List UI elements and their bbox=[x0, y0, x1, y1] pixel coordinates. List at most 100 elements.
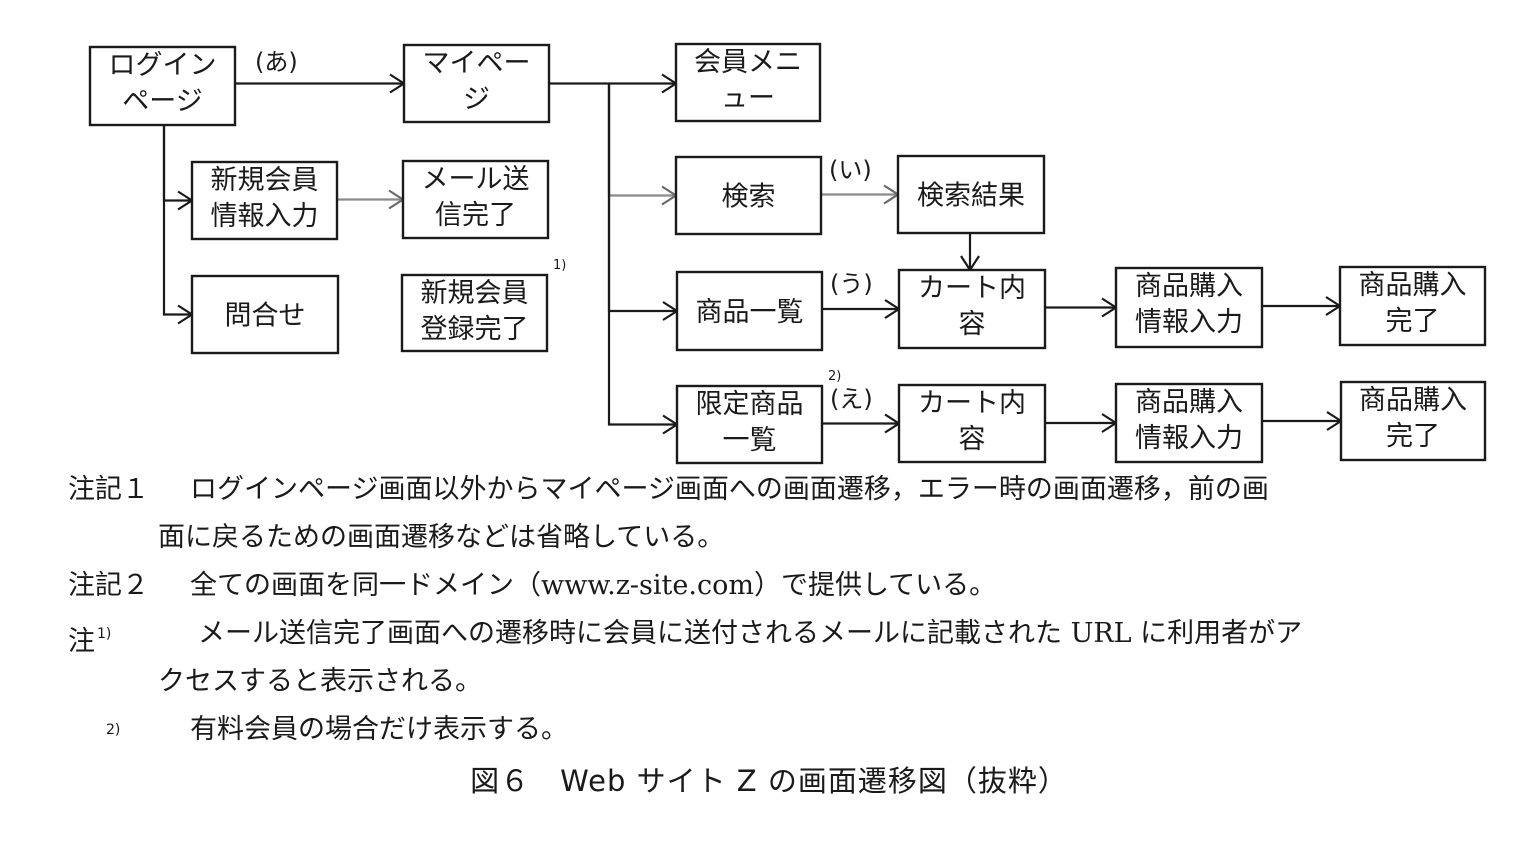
transition-login-to-new-member-input bbox=[162, 125, 195, 211]
note-1-label: 注記１ bbox=[68, 474, 149, 505]
transition-line bbox=[162, 125, 192, 316]
transition-login-to-inquiry bbox=[162, 125, 195, 325]
screen-node-inquiry: 問合せ bbox=[190, 274, 340, 355]
footnote-2-mark: 2) bbox=[106, 722, 121, 738]
screen-box bbox=[675, 384, 824, 465]
footnote-label-text: 注 bbox=[68, 626, 95, 657]
screen-label: 検索 bbox=[722, 182, 776, 213]
footnote-2-text: 有料会員の場合だけ表示する。 bbox=[190, 714, 568, 745]
note-1-text-cont: 面に戻るための画面遷移などは省略している。 bbox=[158, 522, 725, 553]
screen-box bbox=[401, 159, 550, 240]
transition-purchase-input1-to-purchase-done1 bbox=[1262, 296, 1343, 316]
footnote-1-text: メール送信完了画面への遷移時に会員に送付されるメールに記載された URL に利用… bbox=[198, 618, 1303, 649]
screen-transition-diagram: ログインページマイページ会員メニュー新規会員情報入力メール送信完了検索検索結果問… bbox=[88, 42, 1487, 465]
transition-product-list-to-cart1 bbox=[822, 299, 902, 319]
screen-label-line: 登録完了 bbox=[421, 314, 529, 345]
transition-label: (え) bbox=[830, 385, 873, 413]
screen-box bbox=[897, 383, 1047, 464]
transition-cart1-to-purchase-input1 bbox=[1045, 297, 1119, 318]
note-1-text: ログインページ画面以外からマイページ画面への画面遷移，エラー時の画面遷移，前の画 bbox=[190, 474, 1269, 505]
footnote-2-label: 2) bbox=[104, 706, 120, 762]
screen-label-line: 新規会員 bbox=[211, 165, 319, 196]
screen-label-line: 会員メニ bbox=[694, 47, 802, 78]
screen-label-line: 情報入力 bbox=[1135, 423, 1243, 454]
screen-label-line: ページ bbox=[122, 86, 202, 117]
screen-label-line: 容 bbox=[959, 309, 986, 340]
screen-label-line: 完了 bbox=[1386, 421, 1440, 452]
screen-box bbox=[190, 160, 339, 241]
footnote-1-mark: 1) bbox=[97, 626, 112, 642]
transition-line bbox=[607, 83, 676, 197]
edges-layer bbox=[162, 73, 1344, 435]
screen-box bbox=[1114, 266, 1264, 349]
footnote-1-continued: クセスすると表示される。 bbox=[68, 658, 1508, 706]
screen-node-search-result: 検索結果 bbox=[896, 154, 1046, 235]
screen-box bbox=[674, 42, 822, 123]
note-2: 注記２ 全ての画面を同一ドメイン（www.z-site.com）で提供している。 bbox=[68, 562, 1508, 610]
screen-label-line: 情報入力 bbox=[1135, 307, 1243, 338]
screen-node-login: ログインページ bbox=[88, 45, 237, 127]
screen-label-line: 商品購入 bbox=[1135, 271, 1243, 302]
footnote-2: 2) 有料会員の場合だけ表示する。 bbox=[68, 706, 1508, 754]
note-2-text: 全ての画面を同一ドメイン（www.z-site.com）で提供している。 bbox=[190, 570, 997, 601]
figure-caption: 図６ Web サイト Z の画面遷移図（抜粋） bbox=[470, 764, 1068, 798]
note-2-label: 注記２ bbox=[68, 570, 149, 601]
transition-label: (う) bbox=[830, 270, 873, 298]
screen-label-line: メール送 bbox=[422, 164, 530, 195]
screen-node-mail-sent: メール送信完了 bbox=[401, 159, 550, 240]
screen-box bbox=[1339, 380, 1487, 462]
screen-box bbox=[897, 268, 1047, 350]
screen-box bbox=[675, 270, 824, 352]
screen-node-search: 検索 bbox=[674, 155, 823, 236]
nodes-layer: ログインページマイページ会員メニュー新規会員情報入力メール送信完了検索検索結果問… bbox=[88, 42, 1487, 465]
transition-line bbox=[162, 125, 192, 202]
screen-label-line: 限定商品 bbox=[696, 389, 804, 420]
screen-box bbox=[88, 45, 237, 127]
screen-label-line: 商品購入 bbox=[1359, 385, 1467, 416]
transition-new-member-input-to-mail-sent bbox=[337, 189, 406, 210]
footnote-marker: 2) bbox=[828, 369, 841, 384]
note-1-continued: 面に戻るための画面遷移などは省略している。 bbox=[68, 514, 1508, 562]
notes-section: 注記１ ログインページ画面以外からマイページ画面への画面遷移，エラー時の画面遷移… bbox=[68, 466, 1508, 754]
screen-label-line: 一覧 bbox=[723, 425, 777, 456]
screen-label-line: 新規会員 bbox=[421, 278, 529, 309]
transition-limited-list-to-cart2 bbox=[822, 413, 902, 434]
transition-purchase-input2-to-purchase-done2 bbox=[1262, 411, 1344, 431]
transition-label: (い) bbox=[829, 156, 872, 184]
screen-label: 問合せ bbox=[225, 301, 306, 332]
screen-label-line: ログイン bbox=[109, 50, 217, 81]
transition-cart2-to-purchase-input2 bbox=[1045, 413, 1119, 433]
screen-label-line: 情報入力 bbox=[211, 201, 319, 232]
footnote-1-text-cont: クセスすると表示される。 bbox=[158, 666, 482, 697]
transition-mypage-to-member-menu bbox=[549, 73, 679, 94]
screen-node-product-list: 商品一覧 bbox=[675, 270, 824, 352]
labels-layer: (あ)(い)(う)(え) bbox=[255, 48, 873, 413]
screen-box bbox=[400, 273, 549, 353]
screen-node-mypage: マイページ bbox=[402, 43, 551, 124]
transition-line bbox=[607, 83, 677, 426]
screen-label-line: ジ bbox=[463, 84, 490, 115]
screen-label-line: ュー bbox=[721, 83, 775, 114]
screen-label-line: カート内 bbox=[918, 388, 1026, 419]
screen-label-line: マイペー bbox=[423, 48, 531, 79]
screen-label-line: 容 bbox=[959, 424, 986, 455]
transition-search-to-search-result bbox=[821, 184, 901, 205]
screen-label-line: 商品購入 bbox=[1135, 387, 1243, 418]
screen-box bbox=[674, 155, 823, 236]
screen-label-line: 商品購入 bbox=[1359, 270, 1467, 301]
screen-label: 検索結果 bbox=[917, 181, 1025, 212]
screen-label-line: カート内 bbox=[918, 273, 1026, 304]
screen-box bbox=[402, 43, 551, 124]
